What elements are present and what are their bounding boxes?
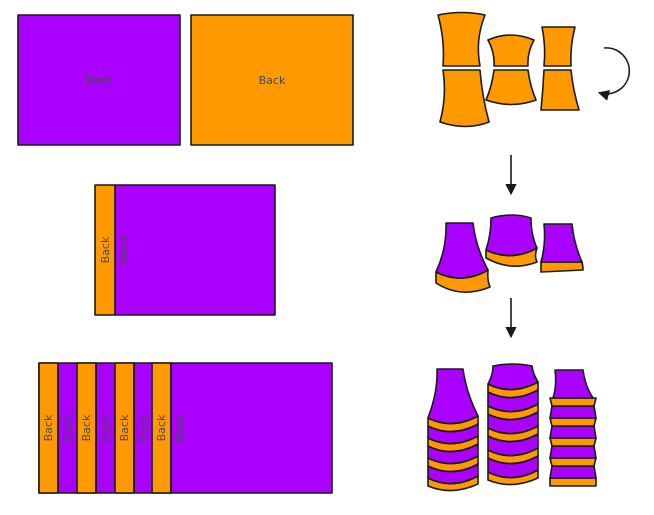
piece-right-top (541, 26, 576, 67)
front-panel-stacked (114, 184, 276, 316)
strip-label-back-1: Back (42, 414, 55, 441)
step2-stack: Back Front (94, 184, 276, 316)
layered-pieces (427, 363, 597, 492)
piece-mid-bottom (485, 69, 537, 106)
right-layer-front-top (552, 369, 594, 399)
back-strip-label: Back (99, 236, 112, 263)
mid-layer-front-top (487, 363, 539, 391)
piece-left-top (437, 11, 486, 67)
right-layer-back-8 (549, 477, 597, 487)
cut-pieces (437, 11, 580, 128)
right-layer-back-6 (549, 437, 597, 447)
strip-label-front-2: Front (99, 413, 112, 442)
pair-left-front (435, 222, 489, 279)
right-layer-front-7 (549, 445, 597, 459)
strip-label-front-3: Front (137, 413, 150, 442)
right-layer-back-7 (549, 457, 597, 467)
strip-label-back-4: Back (155, 414, 168, 441)
piece-left-bottom (439, 69, 490, 128)
strip-label-front-1: Front (61, 413, 74, 442)
right-layer-front-5 (549, 405, 597, 419)
front-panel (17, 14, 181, 146)
pair-mid-front (485, 214, 538, 257)
step1-panels: Front Back (17, 14, 354, 146)
step3-strips: Back Front Back Front Back Front Back Fr… (38, 362, 333, 494)
front-strip-label: Front (118, 235, 131, 264)
right-layer-front-6 (549, 425, 597, 439)
piece-right-bottom (540, 69, 580, 111)
right-layer-back-5 (549, 417, 597, 427)
pair-right-front (540, 223, 583, 263)
right-layer-back-4 (549, 397, 597, 407)
strip-label-front-4: Front (174, 413, 187, 442)
strip-label-back-2: Back (80, 414, 93, 441)
pair-right-back (540, 261, 584, 273)
right-layer-front-8 (549, 465, 597, 479)
strip-label-back-3: Back (118, 414, 131, 441)
circular-arrow-icon (597, 47, 631, 101)
piece-mid-top (487, 34, 535, 67)
back-strip (94, 184, 116, 316)
back-panel (190, 14, 354, 146)
paired-pieces (435, 214, 584, 293)
back-panel-label: Back (259, 74, 286, 87)
front-panel-label: Front (85, 74, 114, 87)
left-layer-front-top (427, 368, 479, 425)
